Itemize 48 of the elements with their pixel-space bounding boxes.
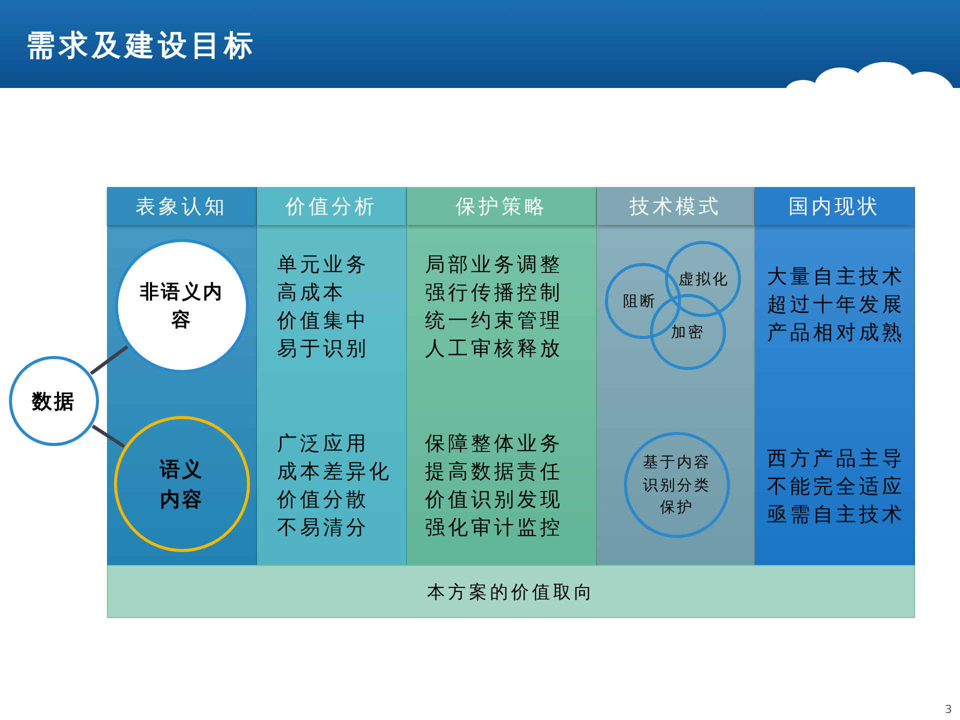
list-item-text: 亟需自主技术 [767,501,905,528]
list-item-text: 提高数据责任 [425,458,563,485]
list-item-text: 西方产品主导 [767,445,905,472]
circle [114,416,250,552]
circle-label: 加密 [671,322,705,343]
list-item-text: 大量自主技术 [767,263,905,290]
list-item-text: 不易清分 [277,514,369,541]
circle-label: 阻断 [623,290,657,312]
footer-bar [107,565,915,618]
list-item-text: 产品相对成熟 [767,319,905,346]
list-item-text: 强化审计监控 [425,514,563,541]
column-panel [597,187,755,565]
bar-label: 本方案的价值取向 [427,580,595,604]
column-header: 技术模式 [597,187,754,225]
column-header: 保护策略 [407,187,596,225]
list-item-text: 价值分散 [277,486,369,513]
list-item-text: 统一约束管理 [425,307,563,334]
circle-label: 非语义内容 [139,280,225,333]
circle-label: 语义内容 [158,456,205,513]
circle-label: 虚拟化 [678,268,730,290]
list-item-text: 局部业务调整 [425,251,563,278]
list-item-text: 高成本 [277,279,346,306]
slide-title: 需求及建设目标 [26,27,257,64]
page-number: 3 [945,703,952,716]
list-item-text: 不能完全适应 [767,473,905,500]
circle-label: 数据 [32,388,76,415]
list-item-text: 强行传播控制 [425,279,563,306]
connector-line [92,424,126,448]
list-item-text: 价值集中 [277,307,369,334]
column-panel [107,187,257,565]
column-header: 国内现状 [755,187,914,225]
circle [665,241,741,317]
column-panel [407,187,597,565]
list-item-text: 成本差异化 [277,458,392,485]
list-item-text: 人工审核释放 [425,335,563,362]
circle-label: 基于内容识别分类保护 [642,452,712,518]
column-panel [755,187,915,565]
list-item-text: 单元业务 [277,251,369,278]
column-header: 价值分析 [257,187,406,225]
connector-line [90,345,128,375]
list-item-text: 保障整体业务 [425,430,563,457]
column-panel [257,187,407,565]
list-item-text: 广泛应用 [277,430,369,457]
list-item-text: 超过十年发展 [767,291,905,318]
circle [624,432,730,538]
list-item-text: 易于识别 [277,335,369,362]
column-header: 表象认知 [107,187,256,225]
list-item-text: 价值识别发现 [425,486,563,513]
